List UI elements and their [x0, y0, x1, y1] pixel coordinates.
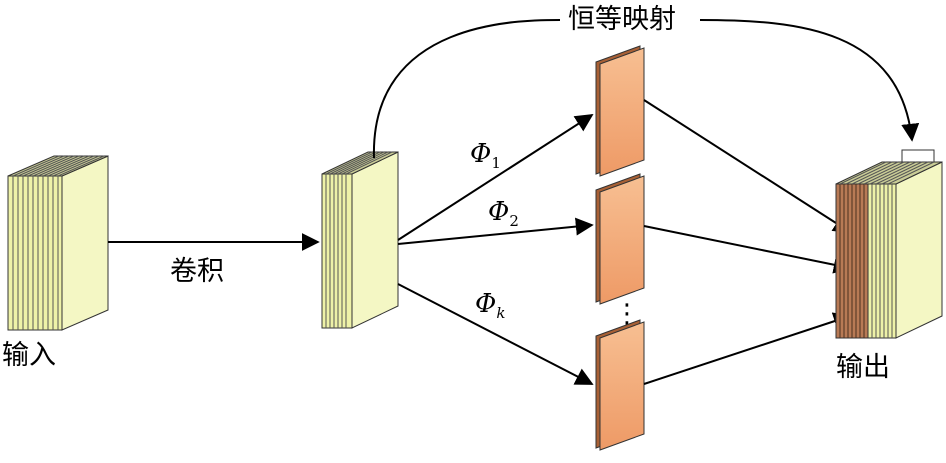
intrinsic-block-side	[351, 151, 399, 329]
output-identity-stub	[901, 149, 935, 163]
output-feature-block	[835, 149, 943, 339]
ghost1-to-output-arrow	[643, 99, 852, 233]
phi2-arrow	[397, 217, 594, 245]
input-block-layers	[12, 176, 59, 330]
output-block-front-yellow	[867, 183, 897, 339]
input-block-side	[61, 155, 109, 331]
identity-mapping-arrow	[699, 19, 920, 142]
ghost-feature-1	[595, 45, 645, 177]
phi1-label: Φ1	[470, 139, 501, 172]
input-feature-block	[7, 155, 109, 331]
conv-label: 卷积	[170, 256, 224, 287]
intrinsic-block-front	[321, 173, 353, 329]
identity-label: 恒等映射	[568, 4, 676, 35]
phi2-label: Φ2	[488, 197, 519, 230]
identity-mapping-curve	[372, 19, 561, 159]
output-label: 输出	[836, 352, 890, 383]
phik-label: Φk	[475, 289, 505, 322]
intrinsic-feature-block	[321, 151, 399, 329]
phik-arrow	[397, 283, 594, 385]
input-block-front	[7, 175, 63, 331]
ghost-feature-k	[595, 319, 645, 451]
input-label: 输入	[2, 340, 56, 371]
ghost-feature-2	[595, 173, 645, 305]
output-block-side	[895, 161, 943, 339]
ghostk-to-output-arrow	[643, 312, 852, 385]
phi1-arrow	[397, 114, 594, 241]
ghost2-to-output-arrow	[643, 225, 852, 274]
